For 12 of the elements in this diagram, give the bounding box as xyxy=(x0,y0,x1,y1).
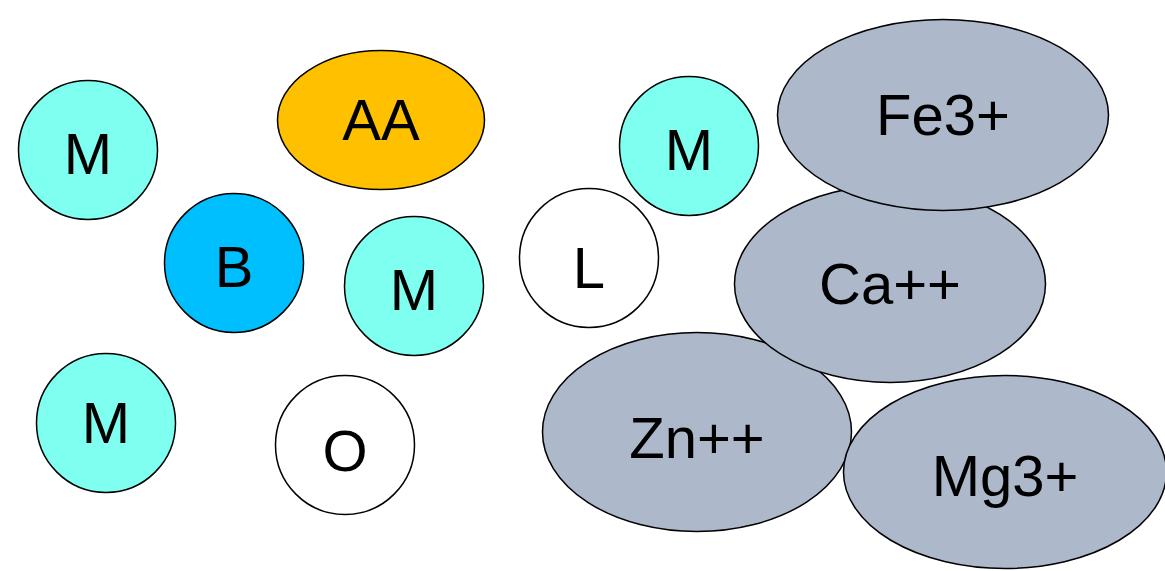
node-label: M xyxy=(663,118,715,182)
node-label: Ca++ xyxy=(818,252,962,316)
node-label: Mg3+ xyxy=(930,444,1080,508)
node-label: M xyxy=(80,391,132,455)
node-label: L xyxy=(571,236,607,300)
node-label: Zn++ xyxy=(628,406,766,470)
node-label: AA xyxy=(341,88,421,152)
node-label: O xyxy=(321,419,369,483)
node-label: B xyxy=(213,235,255,299)
node-label: M xyxy=(62,122,114,186)
node-label: Fe3+ xyxy=(875,83,1011,147)
node-label: M xyxy=(388,258,440,322)
